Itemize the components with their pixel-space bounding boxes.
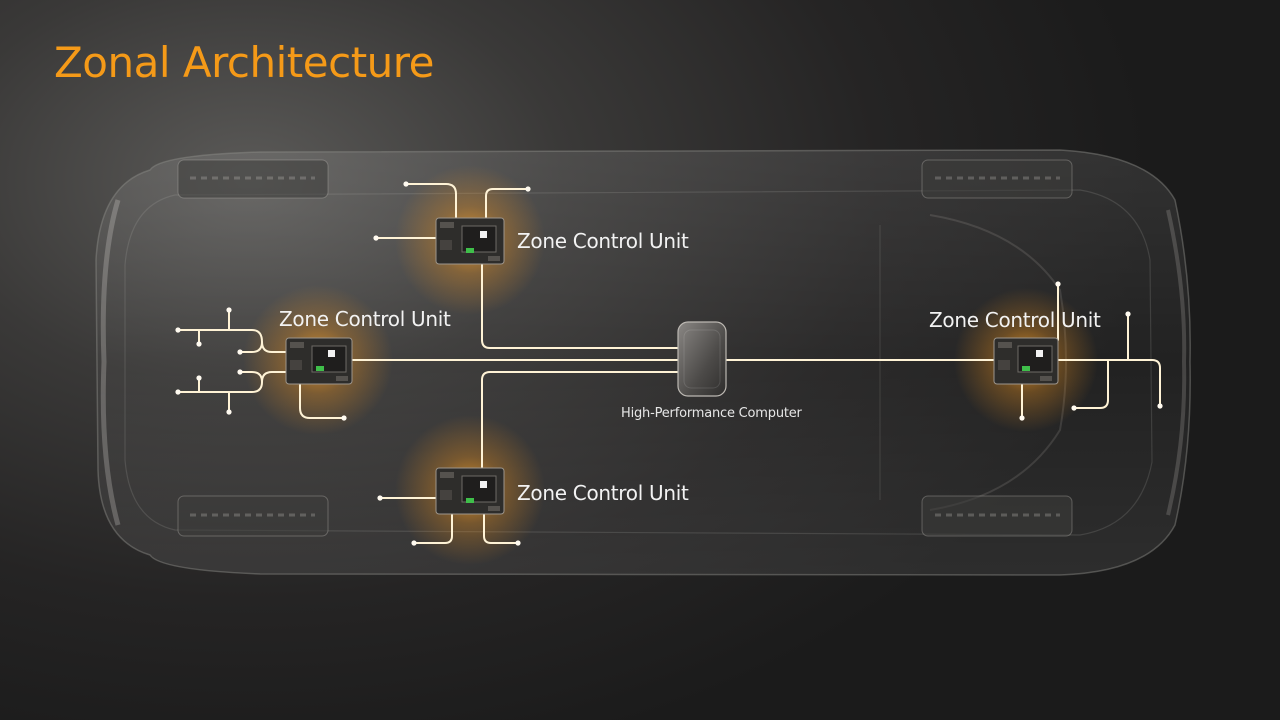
zcu-top-unit xyxy=(435,217,505,265)
page-title: Zonal Architecture xyxy=(54,38,434,87)
zcu-bottom-label: Zone Control Unit xyxy=(517,481,689,505)
zcu-right-unit xyxy=(993,337,1059,385)
top-zcu-wire xyxy=(481,263,681,349)
bottom-zcu-wire xyxy=(481,371,681,469)
wiring-harness xyxy=(177,183,1161,544)
zcu-right-label: Zone Control Unit xyxy=(929,308,1101,332)
car-body xyxy=(95,149,1191,576)
hpc-unit xyxy=(677,321,727,397)
zcu-top-label: Zone Control Unit xyxy=(517,229,689,253)
hpc-label: High-Performance Computer xyxy=(621,406,802,421)
zcu-left-unit xyxy=(285,337,353,385)
zcu-left-label: Zone Control Unit xyxy=(279,307,451,331)
wire-terminals xyxy=(175,181,1163,546)
zcu-bottom-unit xyxy=(435,467,505,515)
